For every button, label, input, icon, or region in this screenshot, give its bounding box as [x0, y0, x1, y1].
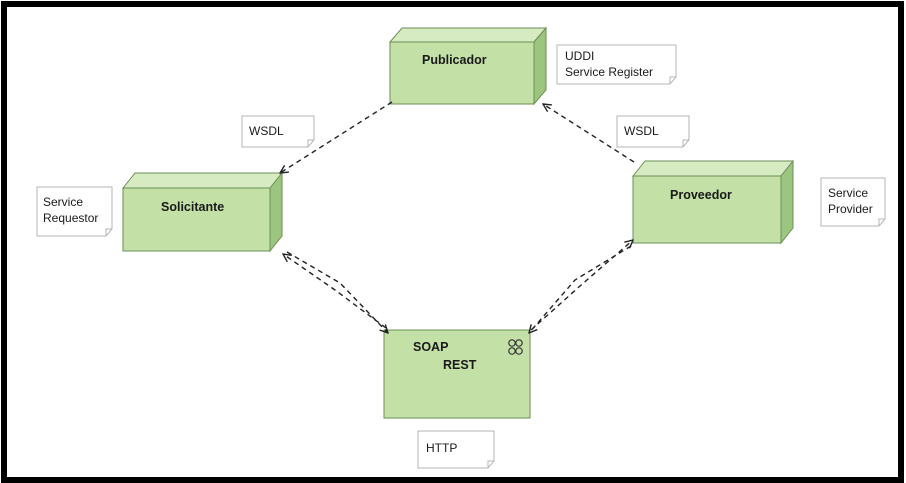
- note-service-requestor-line1: Service: [43, 195, 84, 209]
- node-publicador[interactable]: [388, 26, 548, 106]
- node-proveedor-label: Proveedor: [670, 188, 732, 202]
- note-service-provider: [820, 177, 886, 227]
- node-soap-rest[interactable]: [383, 329, 531, 419]
- note-uddi-line2: Service Register: [565, 65, 654, 79]
- note-wsdl-right: [616, 115, 690, 148]
- node-proveedor[interactable]: [631, 159, 795, 245]
- node-solicitante-label: Solicitante: [161, 200, 225, 214]
- arrow-solicitante-to-soap-1: [286, 251, 388, 333]
- note-uddi: [556, 44, 677, 85]
- note-wsdl-right-text: WSDL: [624, 124, 659, 138]
- note-http: [417, 430, 495, 469]
- node-solicitante[interactable]: [121, 171, 284, 253]
- note-wsdl-left-text: WSDL: [249, 124, 284, 138]
- node-rest-label: REST: [443, 358, 477, 372]
- note-service-provider-line2: Provider: [828, 202, 873, 216]
- note-http-text: HTTP: [426, 441, 458, 455]
- arrow-proveedor-to-soap-2: [529, 245, 632, 333]
- note-uddi-line1: UDDI: [565, 49, 595, 63]
- note-service-requestor: [36, 186, 113, 237]
- arrow-publicador-to-solicitante: [280, 101, 393, 173]
- note-service-provider-line1: Service: [828, 186, 869, 200]
- arrow-soap-to-solicitante-2: [283, 254, 387, 329]
- arrow-soap-to-proveedor-1: [530, 240, 633, 331]
- component-icon: [508, 339, 523, 355]
- node-soap-label: SOAP: [413, 340, 449, 354]
- note-service-requestor-line2: Requestor: [43, 211, 99, 225]
- note-wsdl-left: [241, 115, 315, 148]
- node-publicador-label: Publicador: [422, 53, 487, 67]
